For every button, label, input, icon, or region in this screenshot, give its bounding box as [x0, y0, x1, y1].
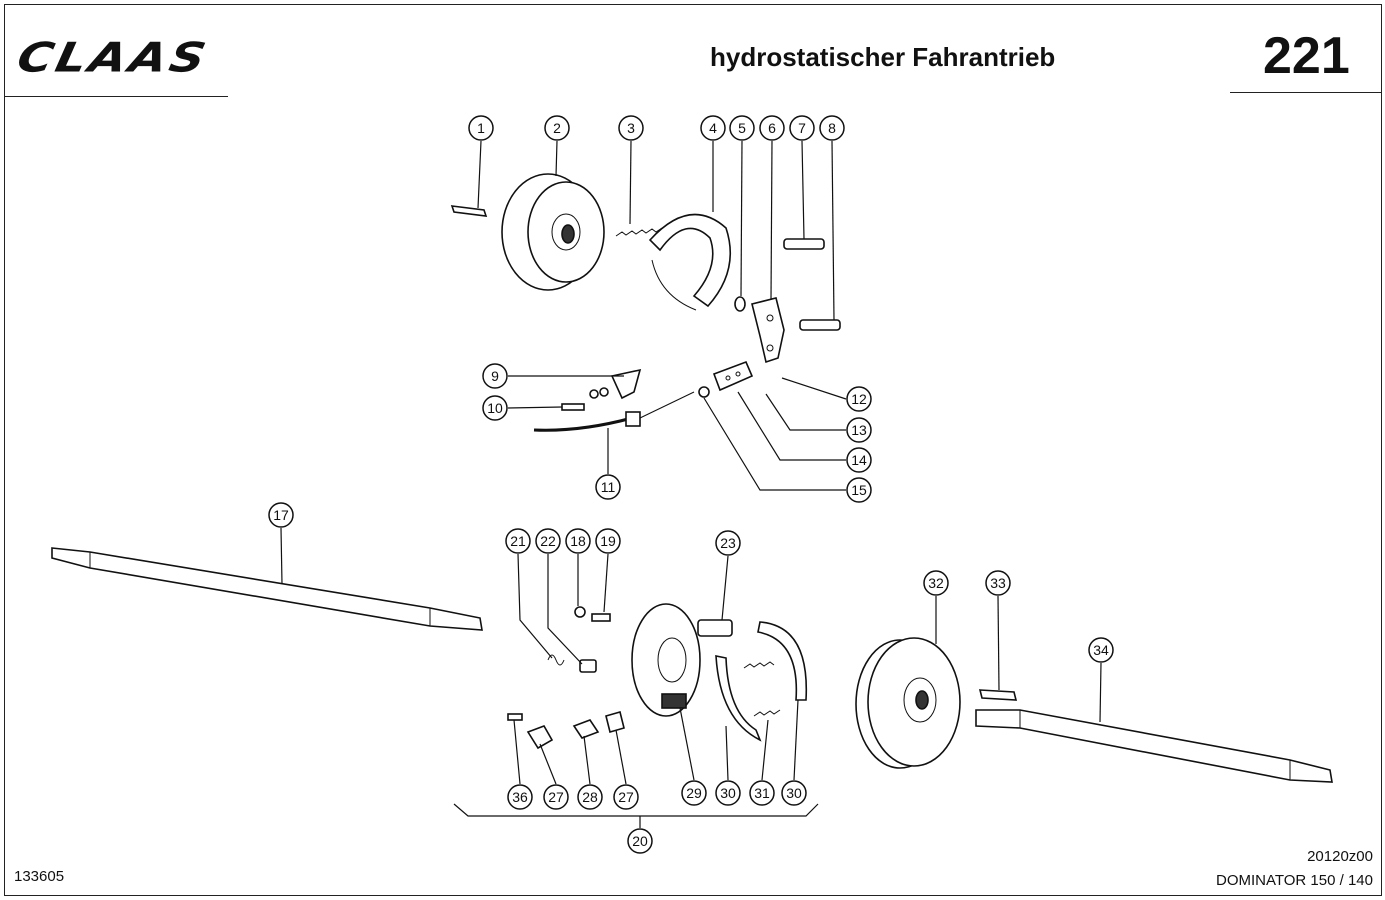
callout-7: 7 [789, 115, 815, 141]
callout-11: 11 [595, 474, 621, 500]
svg-text:5: 5 [738, 120, 746, 136]
callout-15: 15 [846, 477, 872, 503]
part-bracket-9 [610, 368, 642, 400]
callout-3: 3 [618, 115, 644, 141]
drawing-code: 20120z00 [1307, 848, 1373, 865]
callout-36: 36 [507, 784, 533, 810]
part-block-14 [712, 360, 754, 392]
callout-20: 20 [627, 828, 653, 854]
svg-text:28: 28 [582, 789, 598, 805]
svg-text:30: 30 [786, 785, 802, 801]
part-pin-8 [799, 319, 841, 331]
svg-text:1: 1 [477, 120, 485, 136]
callout-9: 9 [482, 363, 508, 389]
part-pin-7 [783, 238, 825, 250]
part-spring-3 [615, 227, 663, 237]
svg-text:15: 15 [851, 482, 867, 498]
callout-27b: 27 [613, 784, 639, 810]
part-brake-drum-2 [501, 173, 605, 291]
callout-12: 12 [846, 386, 872, 412]
callout-10: 10 [482, 395, 508, 421]
callout-5: 5 [729, 115, 755, 141]
part-brake-shoe-4 [648, 213, 732, 311]
svg-text:10: 10 [487, 400, 503, 416]
callout-13: 13 [846, 417, 872, 443]
page-title: hydrostatischer Fahrantrieb [710, 42, 1056, 72]
svg-text:19: 19 [600, 533, 616, 549]
callout-34: 34 [1088, 637, 1114, 663]
part-backing-plate-29 [631, 603, 701, 717]
svg-text:34: 34 [1093, 642, 1109, 658]
callout-17: 17 [268, 502, 294, 528]
callout-27a: 27 [543, 784, 569, 810]
callout-6: 6 [759, 115, 785, 141]
svg-text:30: 30 [720, 785, 736, 801]
part-axle-shaft-17 [51, 547, 483, 631]
svg-text:32: 32 [928, 575, 944, 591]
header-rule-left [4, 96, 228, 97]
svg-text:33: 33 [990, 575, 1006, 591]
svg-text:27: 27 [618, 789, 634, 805]
svg-text:22: 22 [540, 533, 556, 549]
part-lever-6 [751, 297, 785, 364]
part-washer-15 [698, 386, 710, 398]
part-brake-shoes-30 [715, 621, 808, 742]
svg-text:14: 14 [851, 452, 867, 468]
callout-30b: 30 [781, 780, 807, 806]
part-cable-11 [533, 391, 695, 432]
part-wheel-cylinder-23 [697, 619, 733, 637]
svg-text:3: 3 [627, 120, 635, 136]
svg-text:12: 12 [851, 391, 867, 407]
callout-21: 21 [505, 528, 531, 554]
part-washer-5 [734, 296, 746, 312]
svg-text:27: 27 [548, 789, 564, 805]
svg-text:23: 23 [720, 535, 736, 551]
callout-32: 32 [923, 570, 949, 596]
svg-text:18: 18 [570, 533, 586, 549]
callout-4: 4 [700, 115, 726, 141]
svg-text:17: 17 [273, 507, 289, 523]
drawing-frame [4, 4, 1382, 896]
part-bolt-10 [561, 387, 609, 411]
svg-text:7: 7 [798, 120, 806, 136]
svg-text:20: 20 [632, 833, 648, 849]
callout-19: 19 [595, 528, 621, 554]
svg-text:11: 11 [601, 479, 616, 495]
svg-text:6: 6 [768, 120, 776, 136]
header-rule-right [1230, 92, 1382, 93]
callout-14: 14 [846, 447, 872, 473]
callout-1: 1 [468, 115, 494, 141]
model-label: DOMINATOR 150 / 140 [1215, 872, 1373, 889]
leader-lines [280, 140, 1102, 828]
callout-23: 23 [715, 530, 741, 556]
part-small-hardware [507, 606, 625, 750]
callout-8: 8 [819, 115, 845, 141]
part-axle-shaft-34 [975, 709, 1333, 783]
svg-text:2: 2 [553, 120, 561, 136]
svg-text:31: 31 [754, 785, 770, 801]
callout-2: 2 [544, 115, 570, 141]
document-number: 133605 [14, 868, 65, 885]
svg-text:36: 36 [512, 789, 528, 805]
part-key-33 [978, 689, 1018, 701]
svg-text:21: 21 [510, 533, 526, 549]
callout-29: 29 [681, 780, 707, 806]
part-key-1 [450, 205, 488, 217]
callout-33: 33 [985, 570, 1011, 596]
svg-text:4: 4 [709, 120, 717, 136]
page-number: 221 [1263, 27, 1350, 85]
svg-text:8: 8 [828, 120, 836, 136]
callout-22: 22 [535, 528, 561, 554]
svg-text:29: 29 [686, 785, 702, 801]
svg-text:13: 13 [851, 422, 867, 438]
callout-28: 28 [577, 784, 603, 810]
svg-text:9: 9 [491, 368, 499, 384]
part-brake-drum-32 [855, 637, 961, 769]
callout-31: 31 [749, 780, 775, 806]
callout-30a: 30 [715, 780, 741, 806]
callout-18: 18 [565, 528, 591, 554]
